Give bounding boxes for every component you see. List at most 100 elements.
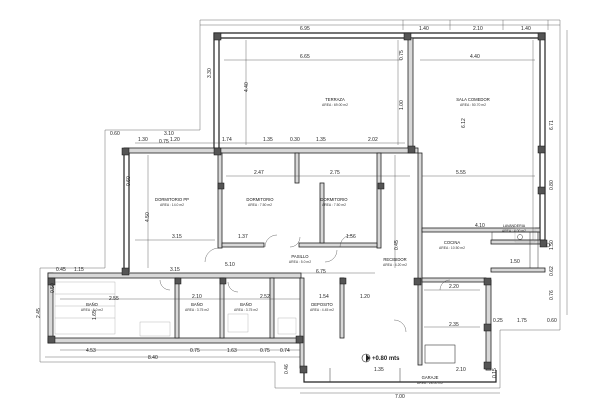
- dim-label: 1.37: [238, 234, 248, 240]
- room-lavanderia-name: LAVANDERIA: [503, 224, 526, 228]
- dim-label: 4.40: [470, 54, 480, 60]
- dim-label: 0.60: [126, 176, 132, 186]
- dim-label: 2.10: [473, 26, 483, 32]
- dim-label: 1.20: [170, 137, 180, 143]
- dim-label: 1.15: [74, 267, 84, 273]
- dim-label: 2.45: [36, 308, 42, 318]
- room-terraza-name: TERRAZA: [325, 97, 345, 102]
- dim-label: 1.65: [92, 310, 98, 320]
- dim-label: 0.15: [492, 368, 498, 378]
- dim-label: 4.40: [244, 82, 250, 92]
- dim-label: 3.15: [172, 234, 182, 240]
- room-pasillo-name: PASILLO: [291, 254, 309, 259]
- kitchen-counters: [424, 231, 551, 364]
- room-deposito-area: AREA : 4.45 m2: [310, 308, 334, 312]
- dim-label: 1.54: [319, 294, 329, 300]
- dim-label: 1.50: [549, 240, 555, 250]
- dim-label: 2.35: [449, 322, 459, 328]
- room-cocina-area: AREA : 10.50 m2: [439, 246, 465, 250]
- columns: [47, 32, 548, 374]
- room-dormitorio-pp-area: AREA : 14.0 m2: [160, 203, 184, 207]
- dim-label: 1.40: [419, 26, 429, 32]
- dim-label: 6.71: [549, 120, 555, 130]
- room-dormitorio-1-area: AREA : 7.50 m2: [248, 203, 272, 207]
- dimension-labels: 6.95 1.40 2.10 1.40 6.65 4.40 0.60 3.10 …: [56, 26, 557, 400]
- dim-label: 5.10: [225, 262, 235, 268]
- dim-label: 3.30: [207, 68, 213, 78]
- dim-label: 0.75: [190, 348, 200, 354]
- dim-label: 2.75: [330, 170, 340, 176]
- dim-label: 3.10: [164, 131, 174, 137]
- dim-label: 0.45: [56, 267, 66, 273]
- dim-label: 0.74: [280, 348, 290, 354]
- dim-label: 0.46: [284, 364, 290, 374]
- room-cocina-name: COCINA: [444, 240, 460, 245]
- room-terraza-area: AREA : 69.00 m2: [322, 103, 348, 107]
- dim-label: 0.60: [110, 131, 120, 137]
- dim-label: 2.55: [109, 296, 119, 302]
- dim-label: 1.35: [374, 367, 384, 373]
- dim-label: 0.62: [549, 266, 555, 276]
- interior-dimension-lines: [60, 40, 535, 351]
- room-dormitorio-2-name: DORMITORIO: [320, 197, 348, 202]
- dim-label: 2.10: [192, 294, 202, 300]
- dim-label: 2.02: [368, 137, 378, 143]
- dim-label: 4.53: [86, 348, 96, 354]
- room-bano-2-area: AREA : 3.75 m2: [234, 308, 258, 312]
- dim-label: 6.12: [461, 118, 467, 128]
- dim-label: 2.47: [254, 170, 264, 176]
- room-dormitorio-pp-name: DORMITORIO PP: [155, 197, 189, 202]
- dimension-frame: [39, 19, 568, 394]
- dim-label: 0.60: [547, 318, 557, 324]
- dim-label: 1.40: [521, 26, 531, 32]
- room-sala-name: SALA COMEDOR: [456, 97, 490, 102]
- door-swings: [159, 234, 451, 333]
- dim-label: 0.75: [399, 50, 405, 60]
- dim-label: 4.50: [145, 212, 151, 222]
- walls: [47, 32, 546, 383]
- dim-label: 0.50: [50, 283, 56, 293]
- level-marker-label: +0.80 mts: [372, 356, 400, 362]
- room-bano-pp-area: AREA : 6.0 m2: [81, 308, 103, 312]
- room-garaje-name: GARAJE: [422, 375, 439, 380]
- dim-label: 0.45: [394, 240, 400, 250]
- dim-label: 1.30: [138, 137, 148, 143]
- dim-label: 7.00: [395, 394, 405, 400]
- room-dormitorio-1-name: DORMITORIO: [246, 197, 274, 202]
- room-garaje-area: AREA : 28.00 m2: [417, 381, 443, 385]
- dim-label: 1.50: [510, 259, 520, 265]
- dim-label: 6.75: [316, 269, 326, 275]
- dim-label: 2.10: [456, 367, 466, 373]
- dim-label: 4.10: [475, 223, 485, 229]
- dim-label: 0.30: [290, 137, 300, 143]
- dim-label: 1.56: [346, 234, 356, 240]
- dim-label: 5.55: [456, 170, 466, 176]
- room-sala-area: AREA : 50.70 m2: [460, 103, 486, 107]
- dim-label: 0.25: [493, 318, 503, 324]
- level-marker: +0.80 mts: [361, 353, 400, 363]
- dim-label: 0.80: [549, 180, 555, 190]
- room-pasillo-area: AREA : 5.0 m2: [289, 260, 311, 264]
- room-recibidor-area: AREA : 4.20 m2: [383, 263, 407, 267]
- dim-label: 0.75: [260, 348, 270, 354]
- dim-label: 1.74: [222, 137, 232, 143]
- dim-label: 0.76: [549, 290, 555, 300]
- room-bano-pp-name: BAÑO: [86, 302, 99, 307]
- dim-label: 1.35: [316, 137, 326, 143]
- vertical-dimension-labels: 4.40 3.30 1.00 0.75 6.12 6.71 4.50 0.60 …: [36, 50, 555, 378]
- dim-label: 2.52: [260, 294, 270, 300]
- dim-label: 3.15: [170, 267, 180, 273]
- room-bano-2-name: BAÑO: [240, 302, 253, 307]
- room-bano-1-name: BAÑO: [191, 302, 204, 307]
- dim-label: 1.75: [517, 318, 527, 324]
- dim-label: 2.20: [449, 284, 459, 290]
- dim-label: 1.00: [399, 100, 405, 110]
- room-dormitorio-2-area: AREA : 7.50 m2: [322, 203, 346, 207]
- dim-label: 6.95: [300, 26, 310, 32]
- room-deposito-name: DEPOSITO: [311, 302, 333, 307]
- room-lavanderia-area: AREA : 4.00 m2: [502, 229, 526, 233]
- dim-label: 6.65: [300, 54, 310, 60]
- room-bano-1-area: AREA : 3.75 m2: [185, 308, 209, 312]
- dim-label: 1.35: [263, 137, 273, 143]
